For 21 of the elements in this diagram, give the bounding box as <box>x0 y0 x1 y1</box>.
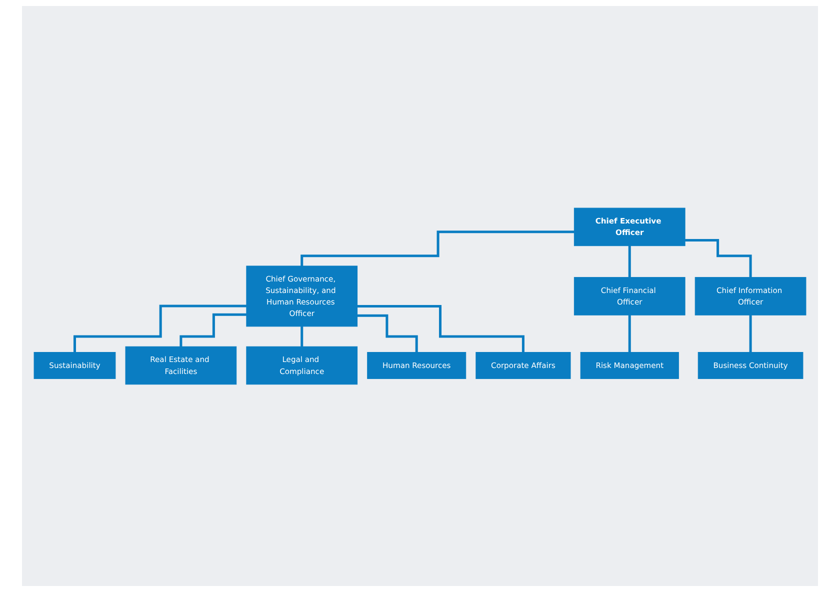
connector <box>357 314 418 354</box>
connector <box>300 324 304 348</box>
node-box <box>574 208 686 246</box>
connector <box>357 304 524 354</box>
node-box <box>125 346 237 384</box>
connector <box>685 238 752 278</box>
node-box <box>698 352 804 379</box>
node-box <box>694 276 806 316</box>
node-box <box>580 352 679 379</box>
connector <box>300 230 574 268</box>
node-box <box>476 352 571 379</box>
connector <box>628 244 631 278</box>
connector <box>73 304 246 354</box>
node-box <box>574 276 686 316</box>
connector <box>628 314 631 354</box>
node-box <box>34 352 116 379</box>
node-box <box>367 352 466 379</box>
connector <box>749 314 752 354</box>
node-box <box>246 266 358 326</box>
node-box <box>246 346 358 384</box>
connector <box>180 313 246 348</box>
